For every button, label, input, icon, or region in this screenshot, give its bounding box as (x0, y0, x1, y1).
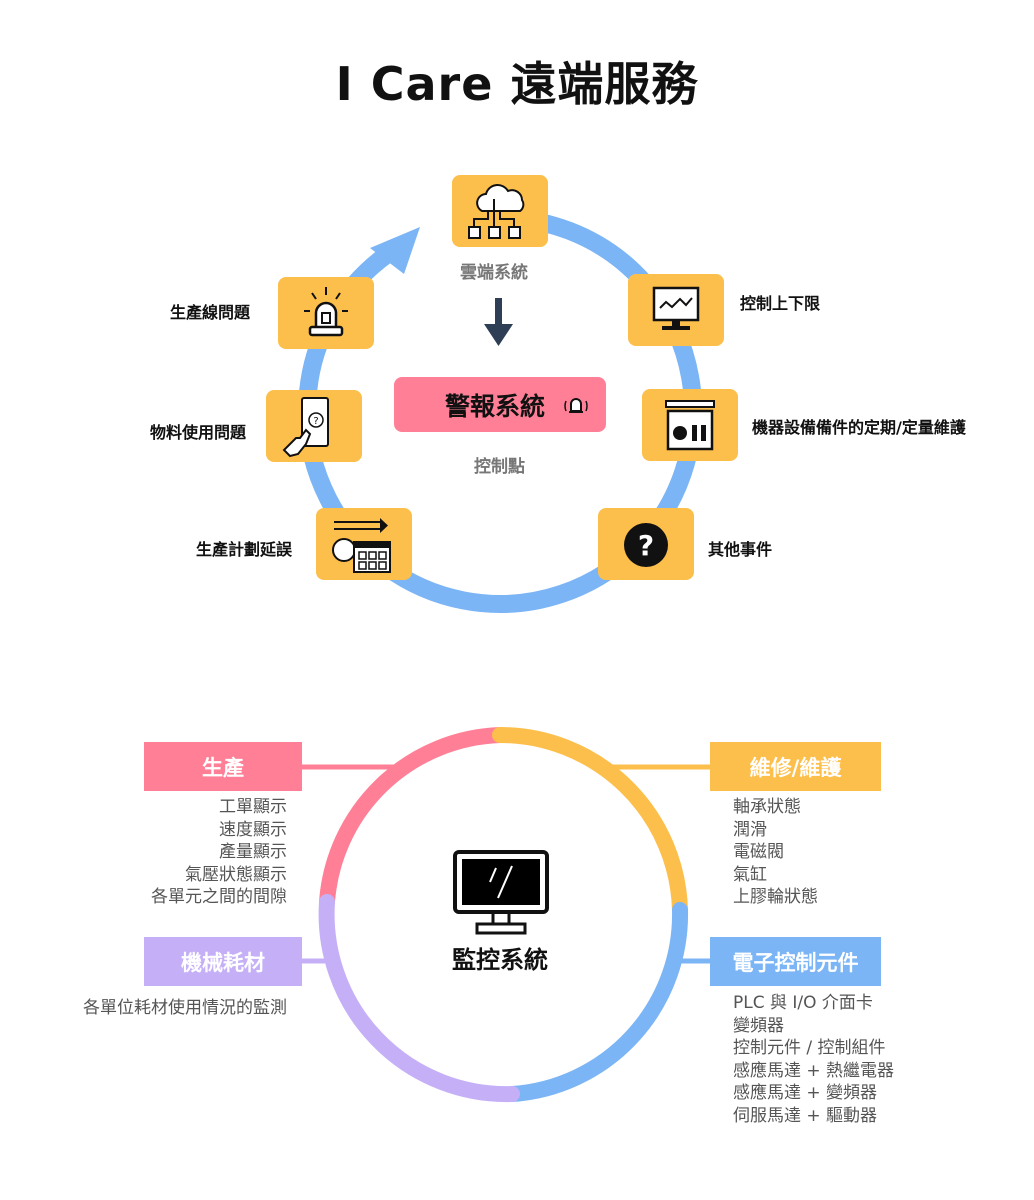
ring-segment-maintenance (492, 727, 688, 918)
page-title: I Care 遠端服務 (335, 57, 699, 111)
arrow-down-icon (484, 298, 513, 346)
svg-text:?: ? (313, 416, 318, 427)
alarm-bell-icon (564, 397, 588, 413)
phone-touch-icon: ? (282, 397, 329, 458)
list-item: 潤滑 (733, 819, 767, 840)
list-item: 上膠輪狀態 (733, 887, 818, 907)
node-label: 生產計劃延誤 (196, 540, 293, 559)
list-item: 電磁閥 (733, 842, 784, 862)
list-item: 感應馬達 + 熱繼電器 (733, 1060, 895, 1081)
calendar-clock-icon (332, 518, 391, 573)
category-maintenance: 維修/維護 (710, 742, 881, 791)
list-item: 氣缸 (733, 864, 767, 885)
list-item: 感應馬達 + 變頻器 (733, 1083, 878, 1103)
list-item: 各單元之間的間隙 (151, 887, 287, 907)
list-item: 各單位耗材使用情況的監測 (83, 998, 287, 1018)
alarm-label: 警報系統 (444, 391, 545, 421)
toolbox-icon (665, 400, 715, 451)
category-consumables: 機械耗材 (144, 937, 302, 986)
control-point-label: 控制點 (474, 457, 525, 477)
node-maintenance (642, 389, 738, 461)
list-item: 伺服馬達 + 驅動器 (733, 1105, 878, 1126)
list-item: 工單顯示 (219, 797, 287, 817)
list-item: 軸承狀態 (733, 797, 801, 817)
ring-segment-electronics (504, 902, 689, 1102)
monitor-icon (453, 850, 549, 935)
cycle-arrowhead (370, 227, 420, 274)
list-item: 變頻器 (733, 1015, 784, 1036)
question-icon: ? (624, 523, 668, 567)
node-label: 其他事件 (708, 540, 773, 559)
svg-text:?: ? (638, 529, 654, 562)
node-other: ? (598, 508, 694, 580)
node-label: 控制上下限 (740, 294, 821, 313)
node-label: 機器設備備件的定期/定量維護 (752, 418, 966, 437)
consumables-list: 各單位耗材使用情況的監測 (83, 997, 287, 1020)
node-schedule (316, 508, 412, 580)
production-list: 工單顯示 速度顯示 產量顯示 氣壓狀態顯示 各單元之間的間隙 (151, 796, 287, 909)
list-item: 產量顯示 (219, 842, 287, 862)
node-label: 生產線問題 (170, 303, 251, 322)
electronics-list: PLC 與 I/O 介面卡 變頻器 控制元件 / 控制組件 感應馬達 + 熱繼電… (733, 992, 894, 1127)
list-item: 控制元件 / 控制組件 (733, 1038, 886, 1058)
monitor-chart-icon (652, 286, 700, 330)
list-item: 速度顯示 (219, 819, 287, 840)
list-item: 氣壓狀態顯示 (185, 864, 287, 885)
ring-segment-production (319, 727, 508, 910)
category-production: 生產 (144, 742, 302, 791)
monitor-center-label: 監控系統 (452, 946, 548, 974)
category-electronics: 電子控制元件 (710, 937, 881, 986)
siren-icon (304, 287, 348, 337)
maintenance-list: 軸承狀態 潤滑 電磁閥 氣缸 上膠輪狀態 (733, 796, 818, 909)
ring-segment-consumables (318, 894, 520, 1103)
cloud-node (452, 175, 548, 247)
list-item: PLC 與 I/O 介面卡 (733, 993, 873, 1013)
node-label: 物料使用問題 (150, 423, 247, 442)
cloud-label: 雲端系統 (460, 263, 528, 283)
cloud-network-icon (468, 184, 525, 239)
monitor-ring (318, 727, 689, 1103)
node-limits (628, 274, 724, 346)
node-line (278, 277, 374, 349)
alarm-system-box: 警報系統 (394, 377, 606, 432)
node-material: ? (266, 390, 362, 462)
